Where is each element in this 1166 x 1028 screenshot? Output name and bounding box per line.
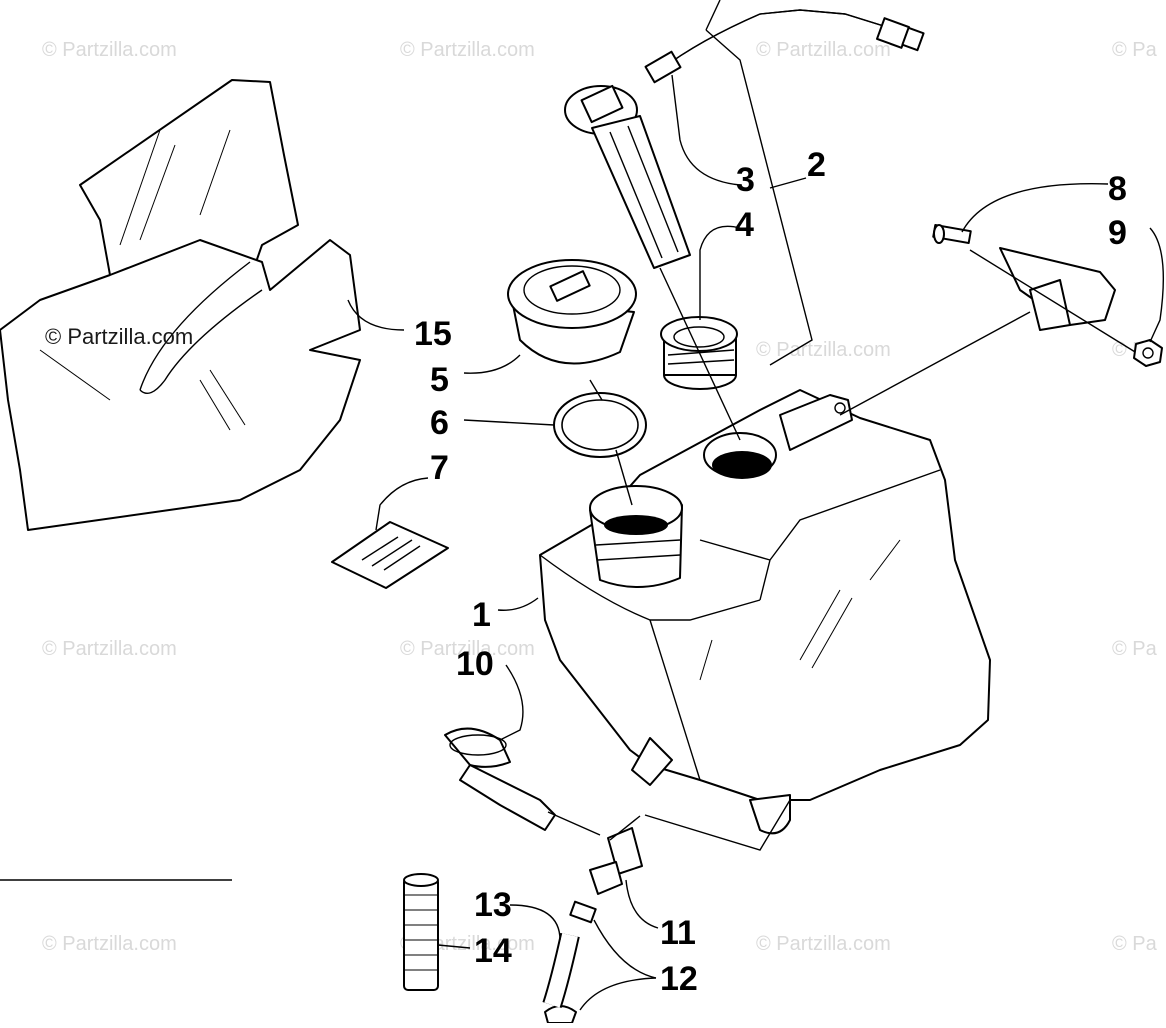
callout-3: 3 — [736, 161, 755, 199]
watermark: © Partzilla.com — [42, 39, 177, 61]
part-1-fuel-tank — [539, 389, 991, 835]
callout-15: 15 — [414, 315, 452, 353]
callout-13: 13 — [474, 886, 512, 924]
callout-11: 11 — [660, 914, 696, 952]
watermark: © Partzilla.com — [756, 339, 891, 361]
callout-1: 1 — [472, 596, 491, 634]
callout-4: 4 — [735, 206, 754, 244]
part-12-clamps — [544, 900, 597, 1024]
leader-lines — [0, 74, 1164, 1011]
watermark: © Partzilla.com — [756, 933, 891, 955]
part-15-heat-shield — [0, 79, 361, 531]
watermark: © Pa — [1112, 39, 1158, 61]
part-6-o-ring — [553, 392, 647, 458]
watermark: © Partzilla.com — [42, 933, 177, 955]
part-14-hose-roll — [403, 873, 439, 991]
callout-2: 2 — [807, 146, 826, 184]
callout-5: 5 — [430, 361, 449, 399]
callout-12: 12 — [660, 960, 698, 998]
callout-9: 9 — [1108, 214, 1127, 252]
watermark: © Partzilla.com — [756, 39, 891, 61]
callout-14: 14 — [474, 932, 512, 970]
part-11-fitting — [589, 827, 643, 895]
watermark: © Partzilla.com — [400, 39, 535, 61]
part-5-fuel-cap — [507, 259, 637, 365]
part-13-hose — [542, 932, 580, 1009]
watermark: © Pa — [1112, 638, 1158, 660]
watermark: © Pa — [1112, 933, 1158, 955]
part-10-strap — [444, 727, 556, 831]
callout-10: 10 — [456, 645, 494, 683]
part-3-fuel-sender — [564, 9, 925, 269]
callout-labels: 1 2 3 4 5 6 7 8 9 10 11 12 13 14 15 — [414, 146, 1127, 998]
callout-7: 7 — [430, 449, 449, 487]
callout-6: 6 — [430, 404, 449, 442]
watermark: © Partzilla.com — [400, 638, 535, 660]
part-2-panel — [705, 0, 813, 366]
callout-8: 8 — [1108, 170, 1127, 208]
watermark-overlay: © Partzilla.com — [45, 324, 193, 349]
watermark: © Partzilla.com — [42, 638, 177, 660]
part-7-decal — [331, 521, 449, 589]
part-8-9-bracket — [932, 223, 1163, 367]
